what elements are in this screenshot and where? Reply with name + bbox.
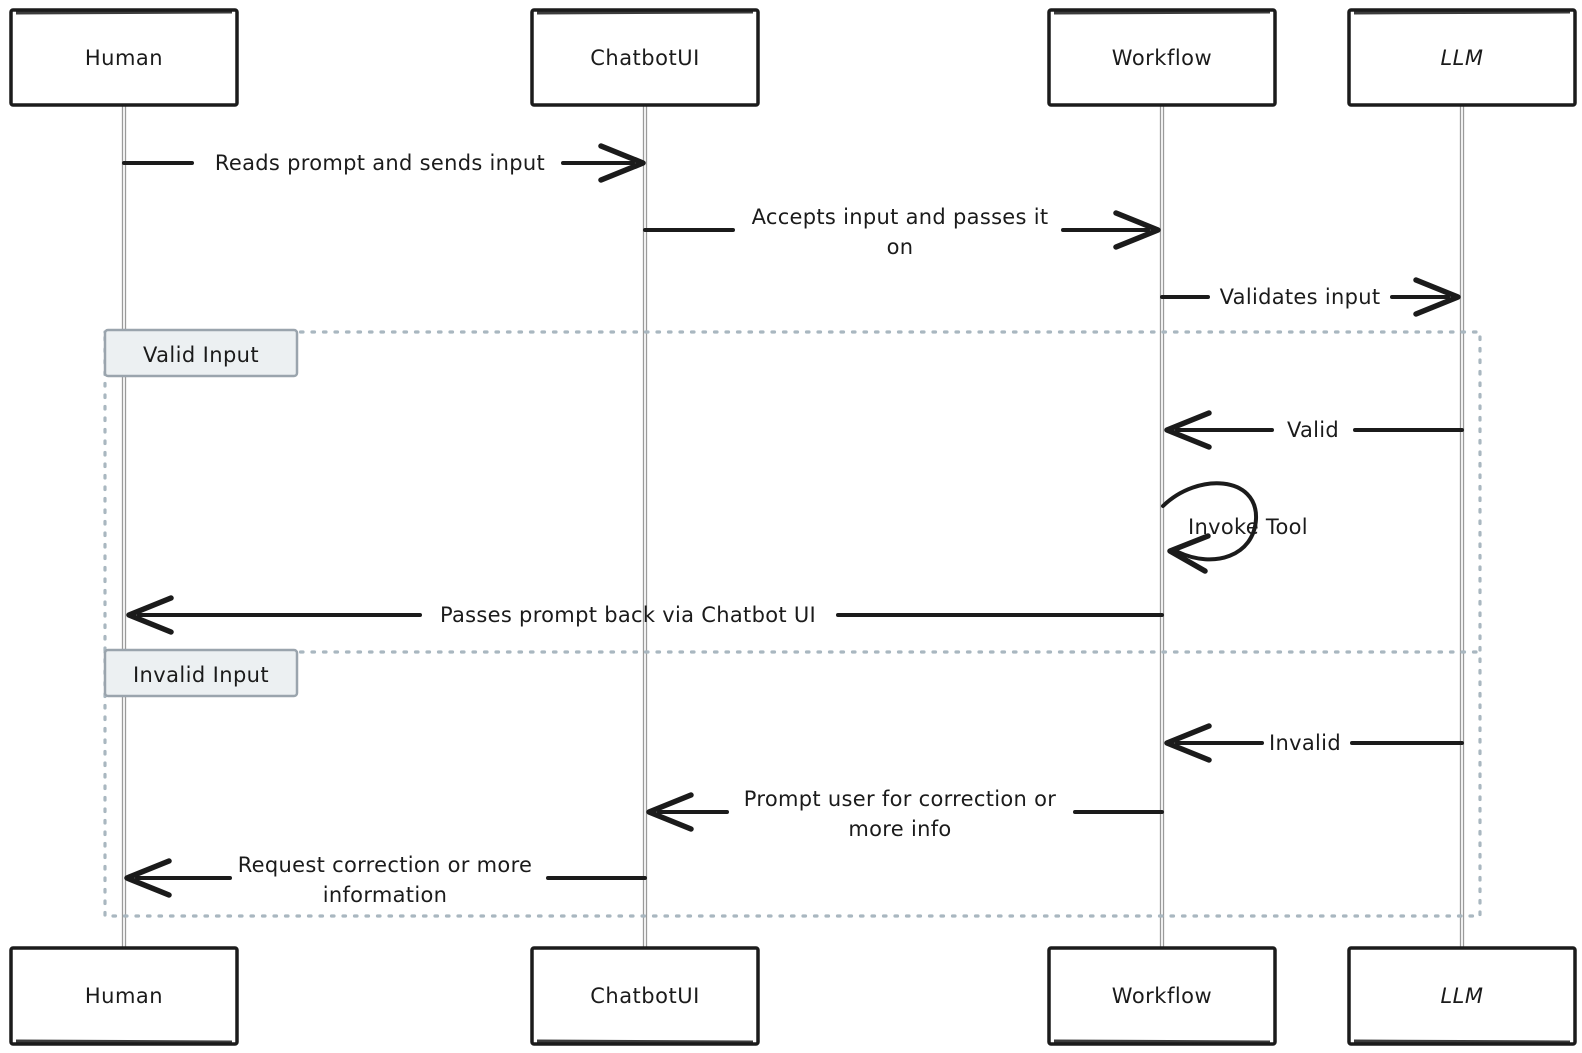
actor-box-llm-top: LLM bbox=[1347, 8, 1577, 107]
arrowhead-right-icon bbox=[1113, 210, 1161, 250]
actor-label-human-bottom: Human bbox=[85, 984, 163, 1008]
message-label: Valid bbox=[1287, 418, 1339, 442]
arrowhead-right-icon bbox=[598, 143, 646, 183]
alt-frame-border bbox=[103, 330, 1482, 918]
actor-box-workflow-top: Workflow bbox=[1047, 8, 1277, 107]
actor-box-human-top: Human bbox=[9, 8, 239, 107]
arrowhead-left-icon bbox=[1164, 723, 1212, 763]
arrowhead-left-icon bbox=[1164, 410, 1212, 450]
message-label-line1: Request correction or more bbox=[238, 853, 533, 877]
invalid-input-label: Invalid Input bbox=[133, 663, 269, 687]
actor-box-chatbotui-top: ChatbotUI bbox=[530, 8, 760, 107]
lifeline-human bbox=[121, 105, 127, 950]
lifeline-llm bbox=[1459, 105, 1465, 950]
message-invalid: Invalid bbox=[1164, 723, 1464, 763]
actor-label-llm-top: LLM bbox=[1440, 46, 1483, 70]
message-reads-prompt: Reads prompt and sends input bbox=[122, 143, 646, 183]
actor-label-llm-bottom: LLM bbox=[1440, 984, 1483, 1008]
message-prompt-user-correction: Prompt user for correction or more info bbox=[646, 787, 1164, 841]
message-label: Reads prompt and sends input bbox=[215, 151, 545, 175]
message-invoke-tool: Invoke Tool bbox=[1161, 481, 1308, 574]
actor-box-llm-bottom: LLM bbox=[1347, 946, 1577, 1046]
arrowhead-left-icon bbox=[646, 792, 694, 832]
arrowhead-left-icon bbox=[1167, 533, 1211, 574]
message-validates-input: Validates input bbox=[1160, 277, 1461, 317]
message-request-correction: Request correction or more information bbox=[124, 853, 647, 907]
message-label-line2: on bbox=[887, 235, 914, 259]
actor-label-workflow-bottom: Workflow bbox=[1112, 984, 1212, 1008]
actor-label-workflow-top: Workflow bbox=[1112, 46, 1212, 70]
message-label: Passes prompt back via Chatbot UI bbox=[440, 603, 816, 627]
alt-frame-label-valid: Valid Input bbox=[103, 328, 299, 378]
lifeline-workflow bbox=[1159, 105, 1165, 950]
message-label-line2: information bbox=[323, 883, 448, 907]
arrowhead-left-icon bbox=[124, 858, 172, 898]
message-accepts-input: Accepts input and passes it on bbox=[643, 205, 1161, 259]
message-label-line1: Prompt user for correction or bbox=[744, 787, 1056, 811]
message-label: Invoke Tool bbox=[1188, 515, 1308, 539]
actor-box-chatbotui-bottom: ChatbotUI bbox=[530, 946, 760, 1046]
actor-label-chatbotui-top: ChatbotUI bbox=[590, 46, 700, 70]
message-label-line1: Accepts input and passes it bbox=[752, 205, 1049, 229]
arrowhead-right-icon bbox=[1413, 277, 1461, 317]
message-passes-prompt-back: Passes prompt back via Chatbot UI bbox=[126, 595, 1164, 635]
message-valid: Valid bbox=[1164, 410, 1464, 450]
alt-frame-label-invalid: Invalid Input bbox=[103, 648, 299, 698]
alt-frame: Valid Input Invalid Input bbox=[103, 328, 1482, 918]
valid-input-label: Valid Input bbox=[143, 343, 259, 367]
message-label: Validates input bbox=[1220, 285, 1381, 309]
self-loop-curve bbox=[1161, 481, 1259, 562]
actor-label-chatbotui-bottom: ChatbotUI bbox=[590, 984, 700, 1008]
actor-label-human-top: Human bbox=[85, 46, 163, 70]
actor-box-workflow-bottom: Workflow bbox=[1047, 946, 1277, 1046]
lifeline-chatbotui bbox=[642, 105, 648, 950]
arrowhead-left-icon bbox=[126, 595, 174, 635]
actor-box-human-bottom: Human bbox=[9, 946, 239, 1046]
message-label-line2: more info bbox=[848, 817, 951, 841]
message-label: Invalid bbox=[1269, 731, 1341, 755]
